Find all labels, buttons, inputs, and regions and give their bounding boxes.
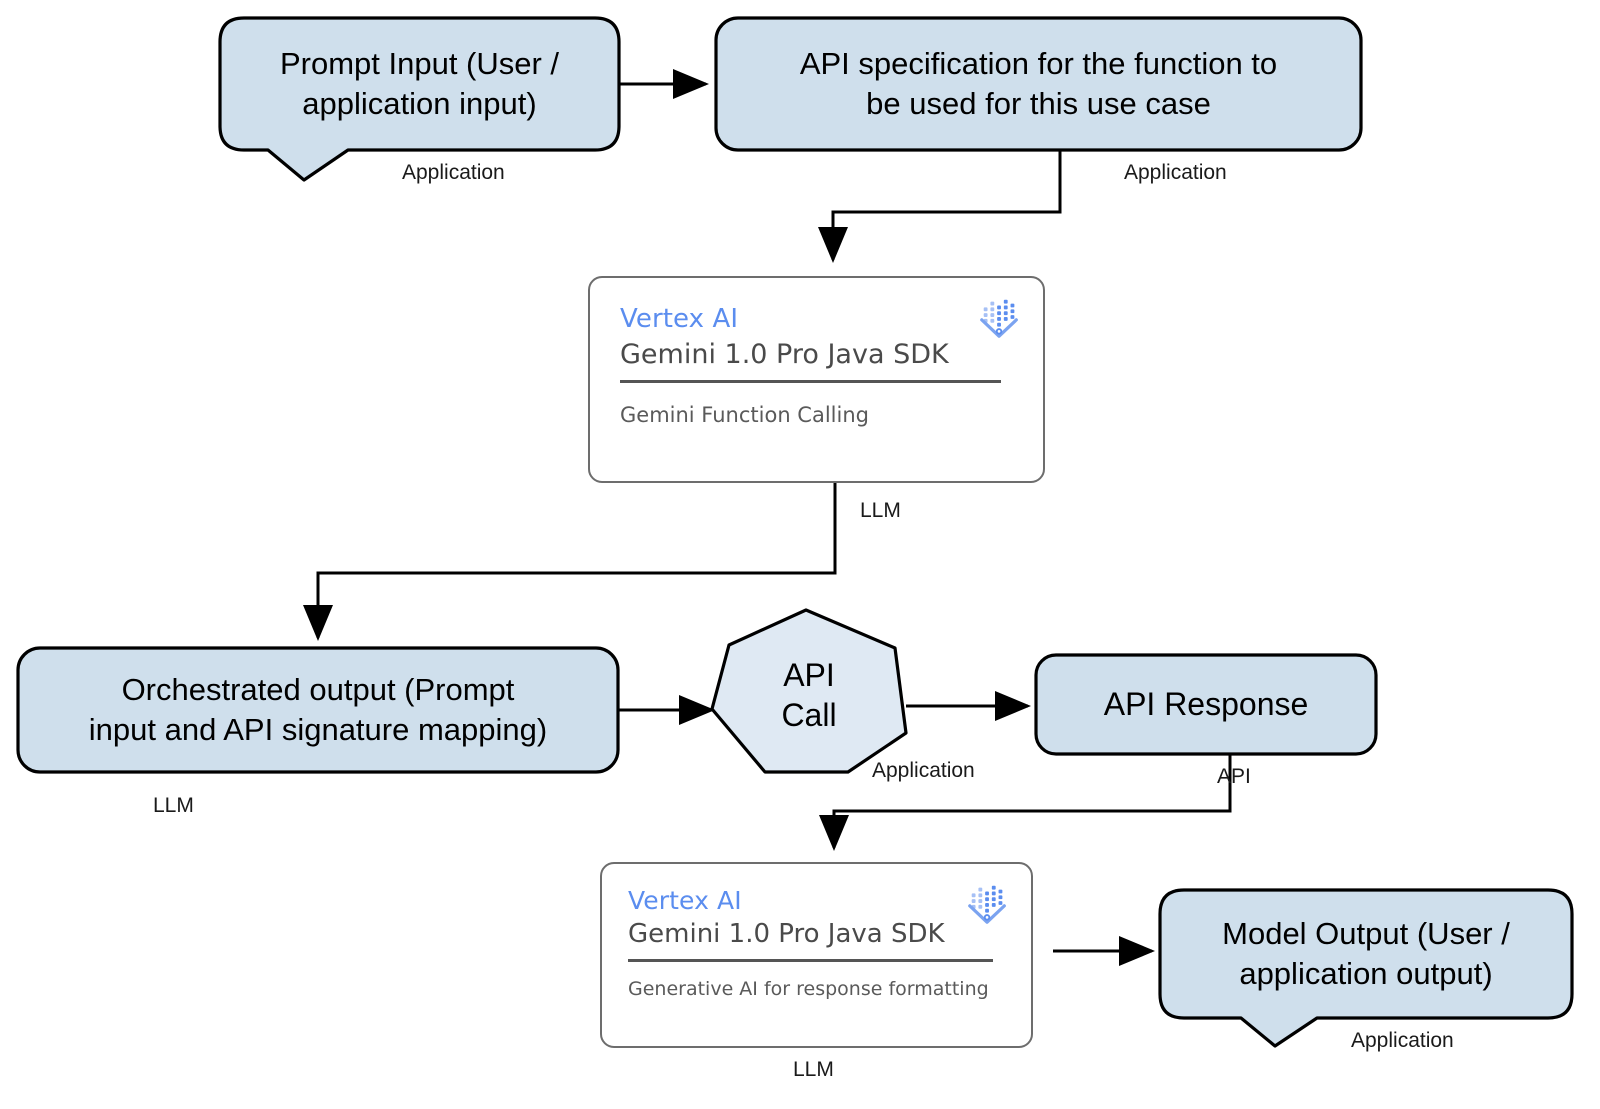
vertex-card-top-brand: Vertex AI — [620, 304, 739, 334]
edge-apispec-to-vertex-top — [818, 150, 1062, 263]
node-prompt-input-shape[interactable] — [218, 16, 621, 182]
vertex-card-bottom-divider — [628, 959, 993, 963]
label-api-call-role: Application — [872, 759, 975, 782]
label-orchestrated-output-role: LLM — [153, 794, 194, 817]
label-api-spec-role: Application — [1124, 161, 1227, 184]
label-model-output-role: Application — [1351, 1029, 1454, 1052]
node-model-output-shape[interactable] — [1158, 888, 1574, 1048]
node-orchestrated-output-shape[interactable] — [16, 646, 620, 774]
vertex-ai-card-bottom[interactable]: Vertex AI Gemini 1.0 Pro Java SDK Genera… — [600, 862, 1033, 1048]
label-vertex-top-role: LLM — [860, 499, 901, 522]
vertex-card-top-subtitle: Gemini Function Calling — [620, 402, 869, 427]
label-vertex-bottom-role: LLM — [793, 1058, 834, 1081]
vertex-card-bottom-brand: Vertex AI — [628, 886, 742, 915]
node-api-response-shape[interactable] — [1034, 653, 1378, 756]
vertex-ai-logo-icon — [980, 299, 1018, 338]
node-api-call-shape[interactable] — [710, 608, 908, 774]
vertex-card-bottom-title: Gemini 1.0 Pro Java SDK — [628, 918, 945, 949]
label-prompt-input-role: Application — [402, 161, 505, 184]
vertex-ai-logo-icon — [968, 885, 1006, 924]
vertex-card-top-title: Gemini 1.0 Pro Java SDK — [620, 338, 949, 370]
label-api-response-role: API — [1217, 765, 1251, 788]
node-api-spec-shape[interactable] — [714, 16, 1363, 152]
vertex-ai-card-top[interactable]: Vertex AI Gemini 1.0 Pro Java SDK Gemini… — [588, 276, 1045, 483]
edge-apiresponse-to-vertex-bottom — [819, 754, 1232, 851]
edge-vertex-top-to-orchestrated — [303, 483, 837, 641]
vertex-card-bottom-subtitle: Generative AI for response formatting — [628, 978, 989, 1001]
vertex-card-top-divider — [620, 379, 1001, 383]
